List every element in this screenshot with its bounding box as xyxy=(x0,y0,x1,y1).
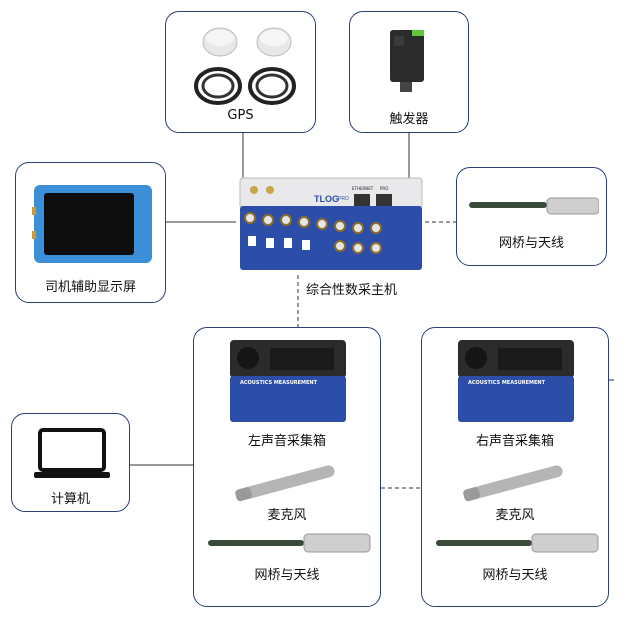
left-mic-label: 麦克风 xyxy=(194,504,380,523)
left-panel-text: ACOUSTICS MEASUREMENT xyxy=(240,380,317,386)
bridge-antenna-icon xyxy=(467,190,599,220)
right-group-box: ACOUSTICS MEASUREMENT 右声音采集箱 麦克风 网桥与天线 xyxy=(421,327,609,607)
main-unit: TLOG PRO ETHERNET PRO xyxy=(236,176,426,274)
display-screen-icon xyxy=(32,183,156,265)
computer-box: 计算机 xyxy=(11,413,130,512)
right-panel-text: ACOUSTICS MEASUREMENT xyxy=(468,380,545,386)
display-box: 司机辅助显示屏 xyxy=(15,162,166,303)
bridge-top-box: 网桥与天线 xyxy=(456,167,607,266)
right-box-label: 右声音采集箱 xyxy=(422,430,608,449)
computer-label: 计算机 xyxy=(12,488,129,507)
microphone-icon xyxy=(460,462,574,502)
gps-box: GPS xyxy=(165,11,316,133)
gps-label: GPS xyxy=(166,108,315,123)
microphone-icon xyxy=(232,462,346,502)
bridge-antenna-icon xyxy=(432,530,602,556)
bridge-antenna-icon xyxy=(204,530,374,556)
main-unit-brand-suffix: PRO xyxy=(338,196,349,202)
gps-antenna-icon xyxy=(180,20,304,108)
left-group-box: ACOUSTICS MEASUREMENT 左声音采集箱 麦克风 网桥与天线 xyxy=(193,327,381,607)
main-unit-label: 综合性数采主机 xyxy=(306,279,397,298)
right-bridge-label: 网桥与天线 xyxy=(422,564,608,583)
main-unit-icon xyxy=(236,176,426,274)
right-mic-label: 麦克风 xyxy=(422,504,608,523)
trigger-sensor-icon xyxy=(386,26,432,96)
bridge-top-label: 网桥与天线 xyxy=(457,232,606,251)
left-bridge-label: 网桥与天线 xyxy=(194,564,380,583)
laptop-icon xyxy=(34,428,110,480)
display-label: 司机辅助显示屏 xyxy=(16,276,165,295)
trigger-box: 触发器 xyxy=(349,11,469,133)
main-unit-port2: PRO xyxy=(380,186,388,191)
main-unit-brand: TLOG xyxy=(314,194,339,204)
trigger-label: 触发器 xyxy=(350,108,468,127)
left-box-label: 左声音采集箱 xyxy=(194,430,380,449)
main-unit-port1: ETHERNET xyxy=(352,186,373,191)
